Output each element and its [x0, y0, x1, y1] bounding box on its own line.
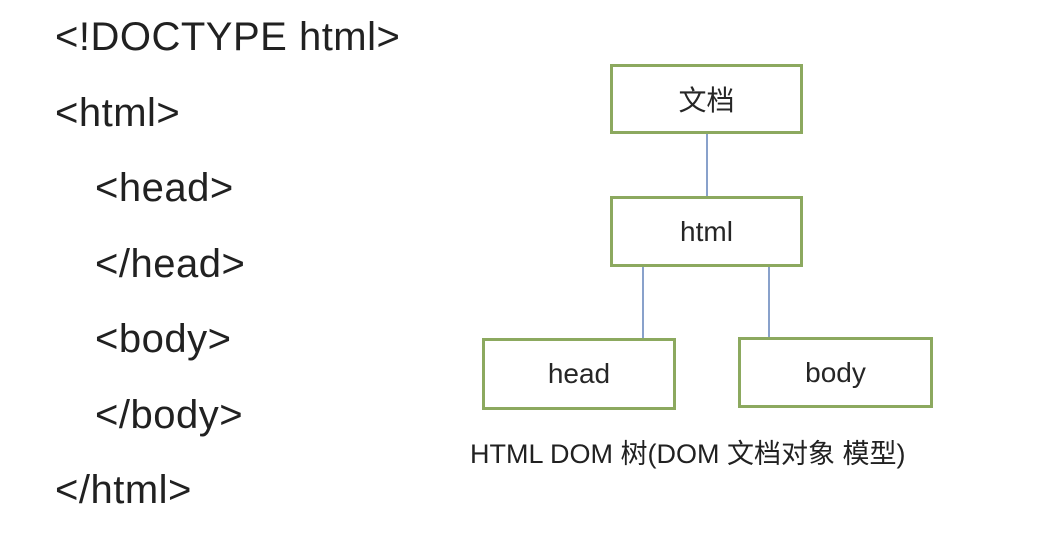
- code-line-body-open: <body>: [95, 317, 232, 361]
- code-line-doctype: <!DOCTYPE html>: [55, 15, 401, 59]
- code-line-body-close: </body>: [95, 392, 244, 437]
- tree-node-document-label: 文档: [678, 85, 735, 116]
- tree-node-body-label: body: [805, 356, 866, 388]
- tree-node-body: body: [738, 337, 933, 408]
- code-line-html-open: <html>: [55, 90, 181, 135]
- tree-node-html-label: html: [680, 215, 733, 247]
- connector-html-head: [642, 267, 644, 338]
- code-line-html-close: </html>: [55, 468, 192, 512]
- tree-node-head: head: [482, 338, 676, 410]
- code-line-head-open: <head>: [95, 166, 234, 210]
- code-line-head-close: </head>: [95, 241, 246, 286]
- connector-html-body: [768, 267, 770, 337]
- tree-node-html: html: [610, 196, 803, 267]
- connector-document-html: [706, 134, 708, 196]
- tree-node-head-label: head: [547, 358, 611, 389]
- html-code-block: <!DOCTYPE html> <html> <head> </head> <b…: [55, 0, 400, 529]
- diagram-caption: HTML DOM 树(DOM 文档对象 模型): [470, 439, 906, 469]
- tree-node-document: 文档: [610, 64, 803, 134]
